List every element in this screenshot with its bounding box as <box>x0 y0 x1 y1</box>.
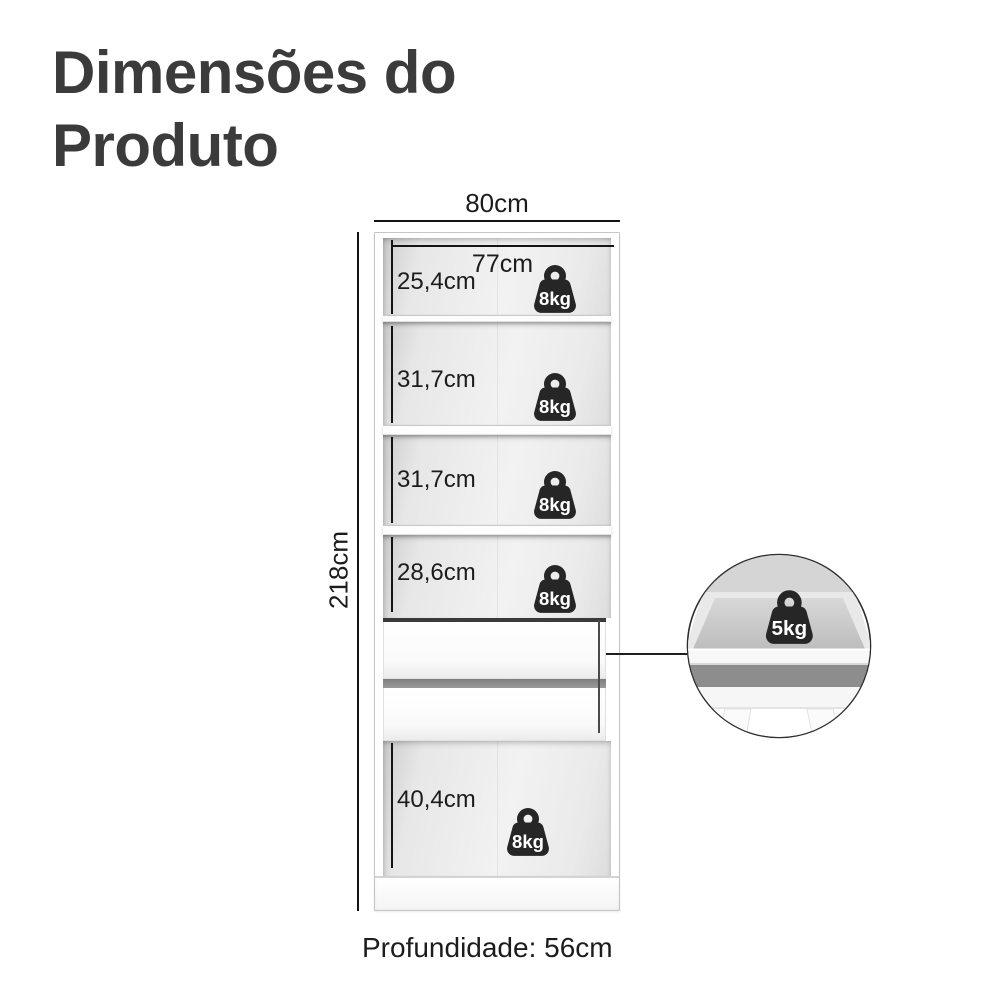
section-5-dimension-line <box>391 743 393 868</box>
weight-icon: 8kg <box>500 806 556 859</box>
inner-width-dimension-line <box>391 245 614 247</box>
overall-height-dimension-line <box>357 232 359 911</box>
capacity-label: 8kg <box>512 831 544 852</box>
capacity-label: 8kg <box>539 396 571 417</box>
section-4-height-label: 28,6cm <box>397 559 476 586</box>
page-title: Dimensões do Produto <box>52 39 457 180</box>
drawer-detail-circle: 5kg <box>685 552 873 740</box>
section-5-height-label: 40,4cm <box>397 786 476 813</box>
section-3-height-label: 31,7cm <box>397 466 476 493</box>
shelf-board <box>383 315 611 322</box>
drawer-capacity-label: 5kg <box>772 617 808 640</box>
weight-icon: 5kg <box>765 590 813 644</box>
capacity-label: 8kg <box>539 494 571 515</box>
weight-icon: 8kg <box>527 371 583 424</box>
overall-width-label: 80cm <box>465 188 529 218</box>
drawer-front-2 <box>383 688 606 741</box>
shelf-board <box>383 525 611 535</box>
weight-icon: 8kg <box>527 469 583 522</box>
weight-icon: 8kg <box>527 563 583 616</box>
capacity-label: 8kg <box>539 288 571 309</box>
overall-width-dimension-line <box>374 220 620 222</box>
drawer-top-gap <box>383 618 606 622</box>
drawer-callout-line <box>558 653 687 655</box>
weight-icon: 8kg <box>527 263 583 316</box>
drawer-unit <box>383 618 606 741</box>
section-1-height-label: 25,4cm <box>397 268 476 295</box>
drawer-mid-gap <box>383 679 606 688</box>
drawer-side-shadow <box>598 620 600 733</box>
section-3-dimension-line <box>391 437 393 523</box>
depth-label: Profundidade: 56cm <box>362 932 613 963</box>
section-2-height-label: 31,7cm <box>397 366 476 393</box>
drawer-gap-band <box>688 665 870 687</box>
cabinet-illustration <box>374 232 620 911</box>
capacity-label: 8kg <box>539 588 571 609</box>
cabinet-base <box>375 876 619 910</box>
section-4-dimension-line <box>391 537 393 612</box>
cabinet-section-5 <box>383 741 611 876</box>
drawer-front-1 <box>383 622 606 679</box>
section-2-dimension-line <box>391 326 393 423</box>
detail-interior-background <box>688 555 870 594</box>
second-drawer-front <box>688 687 870 708</box>
drawer-front-rail <box>688 649 870 664</box>
overall-height-label: 218cm <box>323 530 354 610</box>
shelf-board <box>383 425 611 435</box>
section-1-dimension-line <box>391 240 393 314</box>
inner-width-label: 77cm <box>471 250 534 278</box>
